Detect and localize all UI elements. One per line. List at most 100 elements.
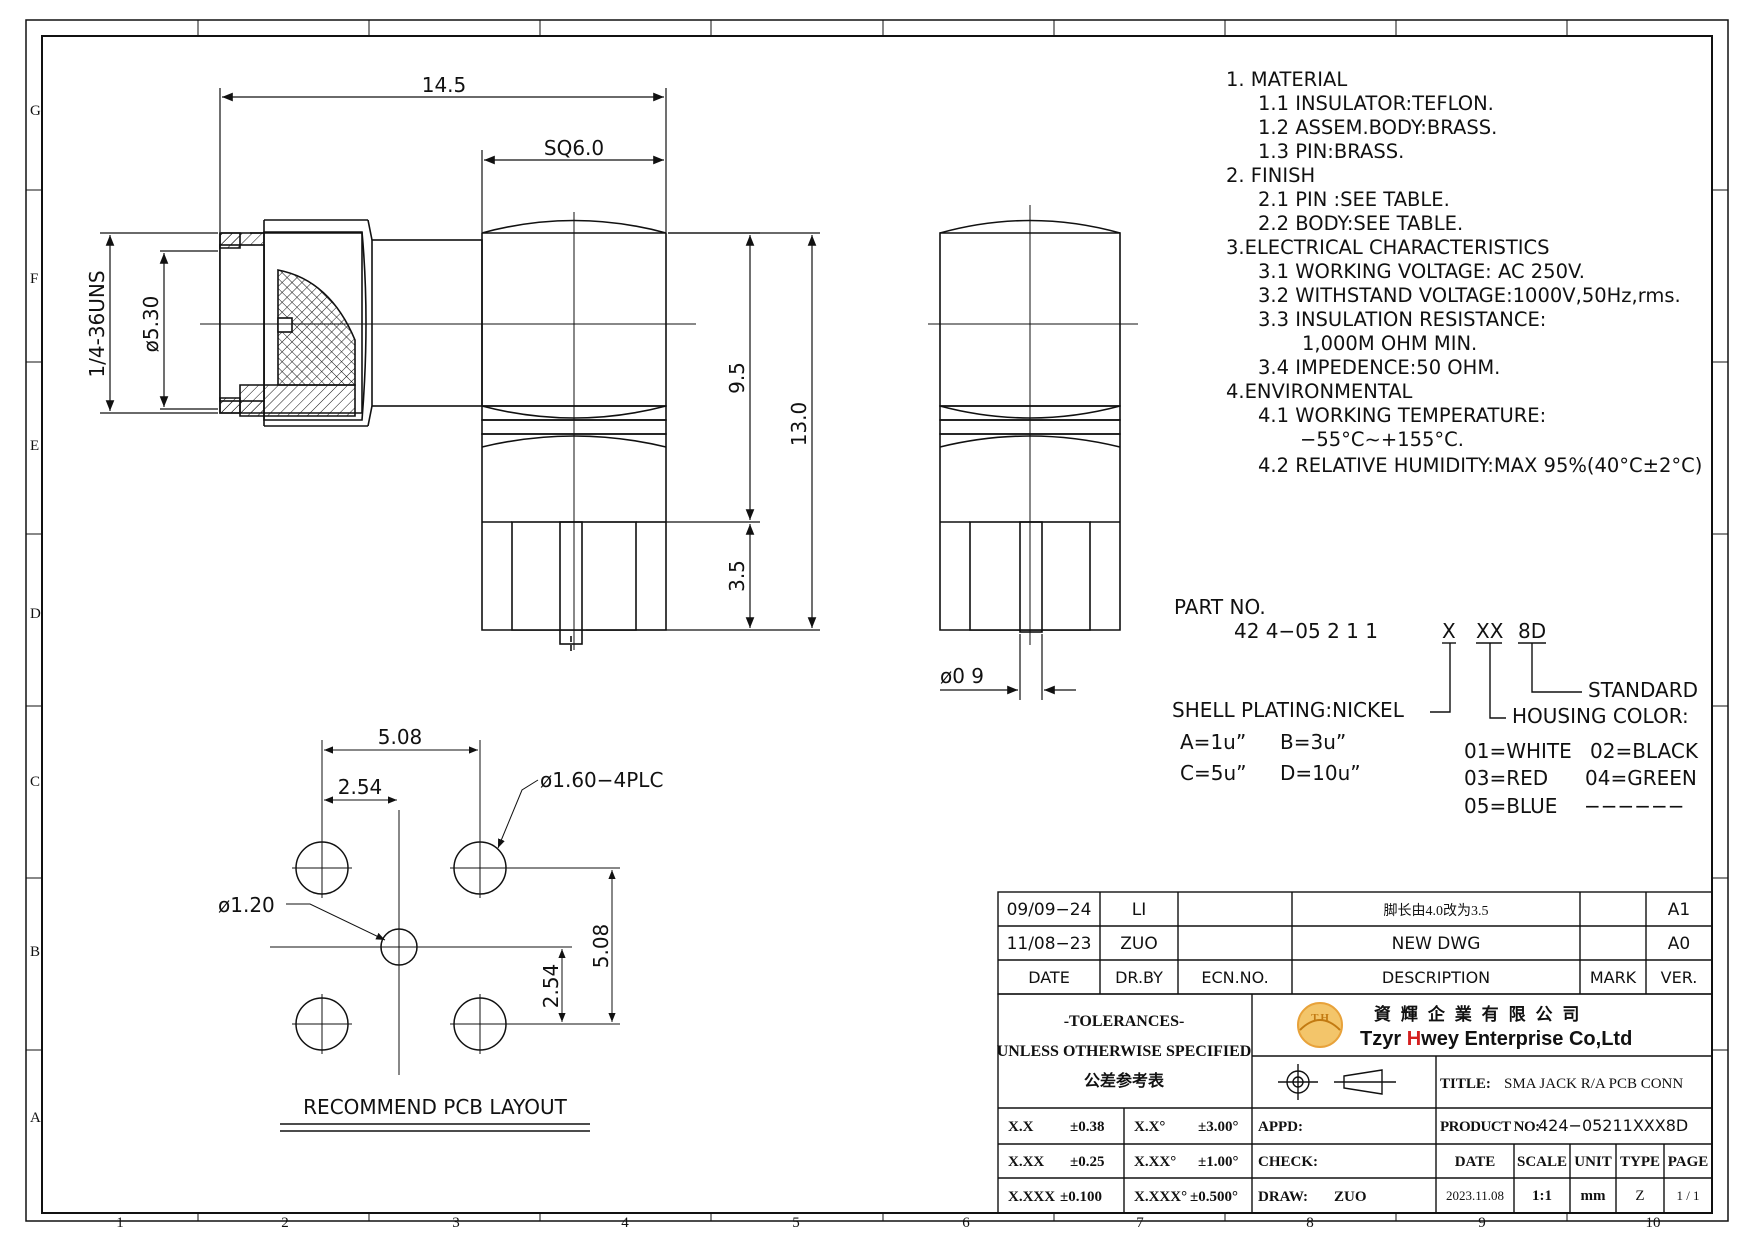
title-block-labels: TITLE: SMA JACK R/A PCB CONN APPD: CHECK… (1258, 1076, 1708, 1205)
plating-d: D=10u” (1280, 761, 1361, 785)
tolerance-rows: X.X ±0.38 X.X° ±3.00° X.XX ±0.25 X.XX° ±… (1008, 1119, 1238, 1205)
note-line: 2.2 BODY:SEE TABLE. (1258, 212, 1463, 235)
tolerances-subtitle: UNLESS OTHERWISE SPECIFIED (997, 1043, 1252, 1060)
frame-row-letters: G F E D C B A (30, 103, 41, 1126)
company-logo: T.H (1297, 1002, 1343, 1048)
part-no-code: 42 4−05 2 1 1 (1234, 619, 1378, 643)
company-name-en: Tzyr Hwey Enterprise Co,Ltd (1360, 1028, 1632, 1050)
rev-header-ecn: ECN.NO. (1201, 968, 1268, 987)
scale-label: SCALE (1517, 1154, 1567, 1170)
dim-square: SQ6.0 (544, 136, 604, 160)
row-letter: F (30, 271, 38, 287)
plating-c: C=5u” (1180, 761, 1246, 785)
rev-date: 11/08−23 (1007, 934, 1092, 954)
title-label: TITLE: (1440, 1076, 1491, 1092)
note-line: 1.1 INSULATOR:TEFLON. (1258, 92, 1494, 115)
column-number: 1 (116, 1215, 124, 1231)
pcb-layout-lines (270, 740, 620, 1132)
note-line: 3.4 IMPEDENCE:50 OHM. (1258, 356, 1500, 379)
rev-date: 09/09−24 (1007, 900, 1092, 920)
color-dashes: −−−−−− (1584, 794, 1685, 818)
company-name-cn: 資 輝 企 業 有 限 公 司 (1374, 1004, 1581, 1025)
part-no-x: X (1442, 619, 1456, 643)
color-01: 01=WHITE (1464, 739, 1572, 763)
rev-header-mark: MARK (1590, 968, 1637, 987)
title-value: SMA JACK R/A PCB CONN (1504, 1076, 1683, 1092)
company-name-en-part1: Tzyr (1360, 1028, 1407, 1050)
rev-ver: A1 (1668, 900, 1690, 920)
type-label: TYPE (1620, 1154, 1660, 1170)
pcb-layout-caption: RECOMMEND PCB LAYOUT (303, 1095, 567, 1119)
front-view-centerlines (928, 205, 1138, 645)
note-line: −55°C∼+155°C. (1300, 428, 1464, 451)
tol-value: ±1.00° (1198, 1154, 1238, 1170)
side-view-centerlines (200, 212, 696, 650)
column-number: 6 (962, 1215, 970, 1231)
plating-b: B=3u” (1280, 730, 1346, 754)
color-03: 03=RED (1464, 766, 1548, 790)
row-letter: A (30, 1110, 41, 1126)
projection-symbol (1278, 1064, 1396, 1100)
column-number: 2 (281, 1215, 289, 1231)
tol-format: X.XXX° (1134, 1189, 1187, 1205)
dim-thread: 1/4-36UNS (85, 270, 109, 377)
column-number: 8 (1306, 1215, 1314, 1231)
appd-label: APPD: (1258, 1119, 1303, 1135)
draw-value: ZUO (1334, 1189, 1367, 1205)
frame-column-numbers: 1 2 3 4 5 6 7 8 9 10 (116, 1215, 1660, 1231)
company-name-en-h: H (1407, 1028, 1421, 1050)
note-line: 1,000M OHM MIN. (1302, 332, 1477, 355)
material-notes: 1. MATERIAL 1.1 INSULATOR:TEFLON. 1.2 AS… (1226, 68, 1702, 477)
revision-table-text: 09/09−24 LI 脚长由4.0改为3.5 A1 11/08−23 ZUO … (1007, 900, 1698, 987)
tolerances-title: -TOLERANCES- (1064, 1013, 1185, 1030)
connector-side-view (219, 219, 667, 652)
pcb-vertical-half-pitch: 2.54 (539, 964, 563, 1009)
rev-description: 脚长由4.0改为3.5 (1384, 903, 1489, 919)
date-label: DATE (1455, 1154, 1496, 1170)
note-line: 1.2 ASSEM.BODY:BRASS. (1258, 116, 1497, 139)
type-value: Z (1635, 1188, 1644, 1204)
column-number: 4 (621, 1215, 629, 1231)
date-value: 2023.11.08 (1446, 1188, 1504, 1203)
row-letter: G (30, 103, 41, 119)
page-value: 1 / 1 (1676, 1188, 1699, 1203)
scale-value: 1:1 (1532, 1188, 1552, 1204)
tol-value: ±3.00° (1198, 1119, 1238, 1135)
row-letter: B (30, 944, 40, 960)
company-name: 資 輝 企 業 有 限 公 司 Tzyr Hwey Enterprise Co,… (1360, 1004, 1632, 1050)
tol-value: ±0.100 (1060, 1189, 1102, 1205)
column-number: 10 (1646, 1215, 1661, 1231)
draw-label: DRAW: (1258, 1189, 1308, 1205)
tol-format: X.X° (1134, 1119, 1165, 1135)
rev-by: ZUO (1120, 934, 1157, 954)
part-no-xx: XX (1476, 619, 1504, 643)
dim-overall-length: 14.5 (422, 73, 467, 97)
pcb-hole-ground-label: ø1.60−4PLC (540, 768, 663, 792)
title-block (997, 993, 1713, 1214)
product-label: PRODUCT NO: (1440, 1119, 1540, 1135)
column-number: 5 (792, 1215, 800, 1231)
pcb-layout-labels: 5.08 2.54 ø1.60−4PLC ø1.20 5.08 2.54 REC… (218, 725, 663, 1119)
rev-header-ver: VER. (1661, 968, 1698, 987)
dim-pin-length: 3.5 (725, 560, 749, 592)
note-line: 3.3 INSULATION RESISTANCE: (1258, 308, 1546, 331)
column-number: 9 (1478, 1215, 1486, 1231)
dim-body-height: 9.5 (725, 362, 749, 394)
color-02: 02=BLACK (1590, 739, 1699, 763)
unit-value: mm (1581, 1188, 1606, 1204)
rev-ver: A0 (1668, 934, 1690, 954)
logo-text: T.H (1311, 1012, 1329, 1024)
pcb-layout (295, 841, 507, 1051)
housing-color-heading: HOUSING COLOR: (1512, 704, 1689, 728)
part-no-shell-plating: SHELL PLATING:NICKEL (1172, 698, 1405, 722)
color-05: 05=BLUE (1464, 794, 1557, 818)
part-no-heading: PART NO. (1174, 595, 1266, 619)
note-line: 4.ENVIRONMENTAL (1226, 380, 1413, 403)
company-name-en-part2: wey Enterprise Co,Ltd (1420, 1028, 1632, 1050)
tolerances-cn: 公差参考表 (1084, 1071, 1165, 1090)
product-value: 424−05211XXX8D (1538, 1116, 1688, 1135)
rev-description: NEW DWG (1392, 934, 1481, 954)
row-letter: E (30, 438, 39, 454)
drawing-frame (25, 19, 1729, 1222)
pcb-vertical-pitch: 5.08 (589, 924, 613, 969)
